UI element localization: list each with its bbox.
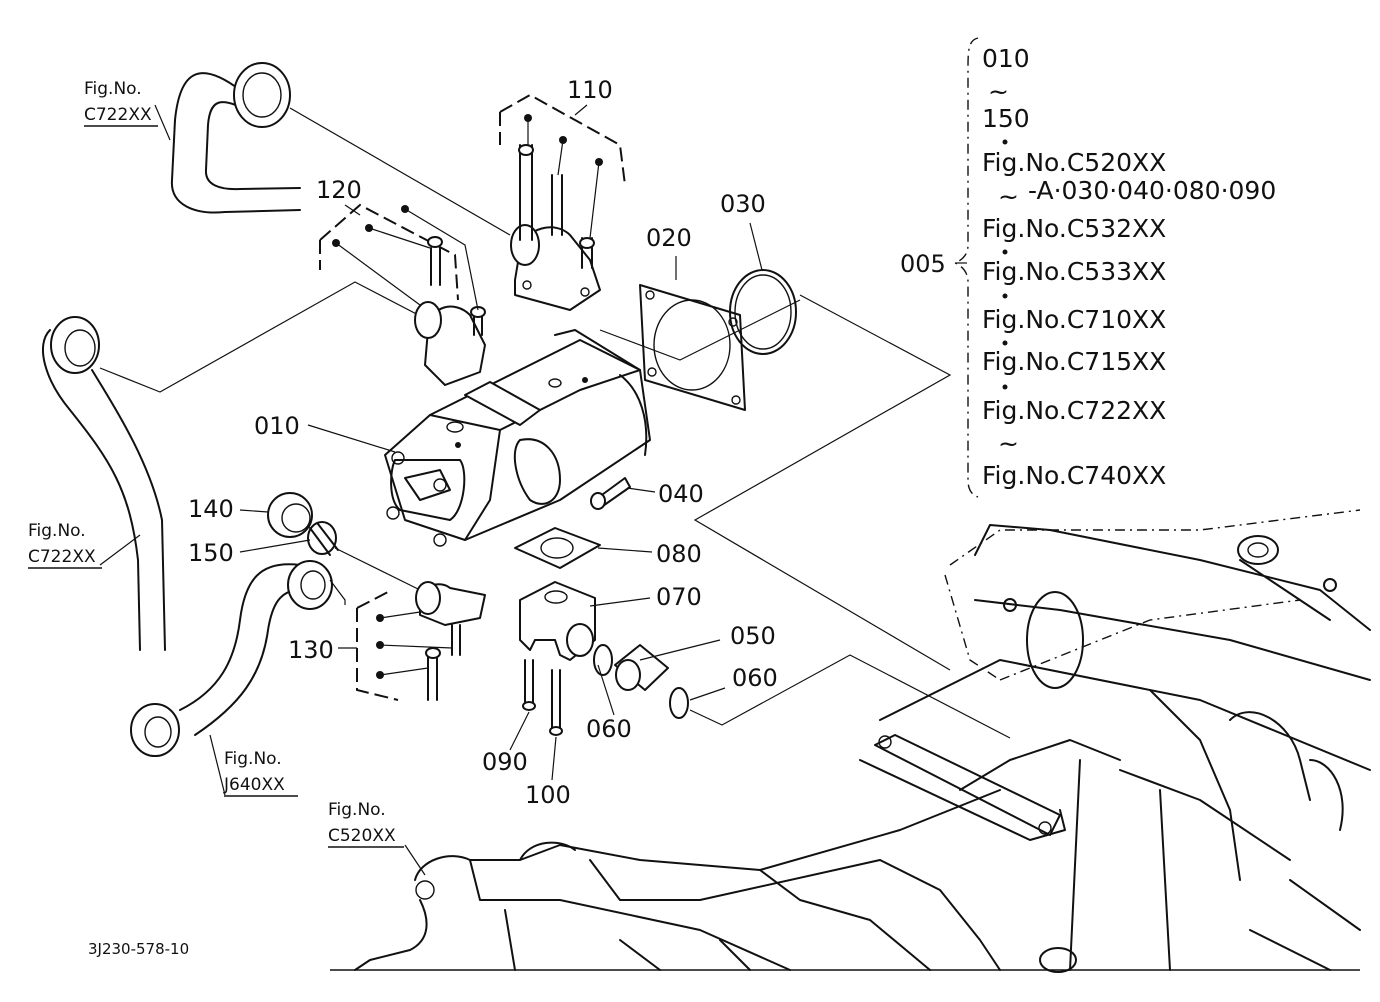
svg-text:C520XX: C520XX: [328, 826, 396, 846]
frame-bottom: [330, 789, 1360, 971]
callout-050: 050: [730, 622, 776, 650]
callout-060-b: 060: [732, 664, 778, 692]
callout-120: 120: [316, 176, 362, 204]
hydraulic-cylinder-010: [384, 329, 651, 547]
assembly-legend: 010 ~ 150 Fig.No.C520XX ~ -A·030·040·080…: [953, 37, 1276, 498]
elbow-120: [319, 203, 486, 386]
gasket-080: [514, 527, 601, 569]
svg-text:J640XX: J640XX: [223, 775, 285, 795]
legend-ref-c715: Fig.No.C715XX: [982, 347, 1166, 376]
pipe-050: [614, 644, 669, 691]
legend-ref-c740: Fig.No.C740XX: [982, 461, 1166, 490]
callout-020: 020: [646, 224, 692, 252]
o-ring-030: [729, 269, 797, 355]
block-070: [519, 581, 596, 736]
legend-range-note: -A·030·040·080·090: [1028, 176, 1276, 205]
legend-tilde-1: ~: [988, 77, 1009, 106]
fig-ref-mid-left: Fig.No. C722XX: [28, 521, 102, 569]
callout-080: 080: [656, 540, 702, 568]
legend-ref-c532: Fig.No.C532XX: [982, 214, 1166, 243]
o-ring-060-a: [593, 644, 613, 676]
legend-from: 010: [982, 44, 1030, 73]
svg-text:Fig.No.: Fig.No.: [224, 749, 282, 769]
o-ring-060-b: [669, 687, 689, 719]
fig-ref-bottom-frame: Fig.No. C520XX: [328, 800, 404, 848]
svg-text:C722XX: C722XX: [84, 105, 152, 125]
nipple-150: [307, 521, 421, 591]
callout-150: 150: [188, 539, 234, 567]
svg-text:Fig.No.: Fig.No.: [84, 79, 142, 99]
legend-ref-c533: Fig.No.C533XX: [982, 257, 1166, 286]
axle-housing: [859, 509, 1371, 973]
callout-005: 005: [900, 250, 946, 278]
elbow-130: [356, 581, 486, 701]
callout-010: 010: [254, 412, 300, 440]
callout-130: 130: [288, 636, 334, 664]
callout-070: 070: [656, 583, 702, 611]
legend-tilde-2: ~: [998, 182, 1019, 211]
callout-040: 040: [658, 480, 704, 508]
legend-ref-c520: Fig.No.C520XX: [982, 148, 1166, 177]
callout-060-a: 060: [586, 715, 632, 743]
elbow-110: [499, 93, 626, 311]
callout-100: 100: [525, 781, 571, 809]
callout-090: 090: [482, 748, 528, 776]
gasket-plate-020: [639, 284, 746, 411]
bolt-040: [590, 477, 631, 510]
callout-leaders: [99, 104, 967, 876]
callout-140: 140: [188, 495, 234, 523]
nut-140: [267, 492, 313, 538]
legend-ref-c710: Fig.No.C710XX: [982, 305, 1166, 334]
legend-tilde-3: ~: [998, 429, 1019, 458]
svg-text:Fig.No.: Fig.No.: [328, 800, 386, 820]
fig-ref-top-left: Fig.No. C722XX: [84, 79, 158, 127]
callout-110: 110: [567, 76, 613, 104]
pipe-top-left: [170, 62, 511, 236]
svg-text:C722XX: C722XX: [28, 547, 96, 567]
legend-to: 150: [982, 104, 1030, 133]
drawing-number: 3J230-578-10: [88, 940, 189, 958]
fig-ref-bottom-pipe: Fig.No. J640XX: [223, 749, 298, 797]
callout-030: 030: [720, 190, 766, 218]
svg-text:Fig.No.: Fig.No.: [28, 521, 86, 541]
legend-ref-c722: Fig.No.C722XX: [982, 396, 1166, 425]
pipe-left-long: [41, 281, 429, 651]
pipe-bottom-left: [130, 560, 346, 757]
